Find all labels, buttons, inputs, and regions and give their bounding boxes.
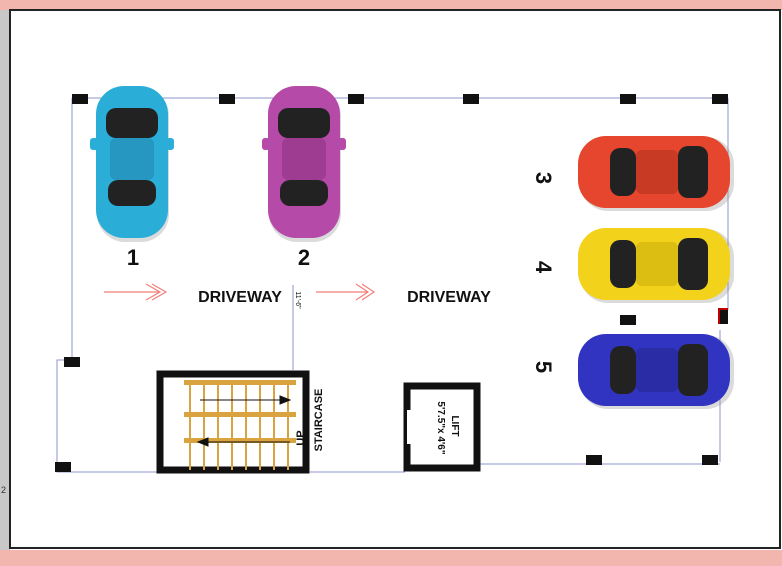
edge-mark: 2 [1, 485, 6, 495]
car-roof [110, 138, 154, 180]
car-4 [578, 228, 734, 303]
stair-treads [184, 380, 296, 443]
car-roof [282, 138, 326, 180]
slot-number-4: 4 [531, 261, 556, 274]
car-5 [578, 334, 734, 409]
column [55, 462, 71, 472]
driveway-label-left: DRIVEWAY [198, 289, 282, 306]
driveway-arrow-right [316, 283, 376, 301]
car-roof [636, 242, 678, 286]
column [720, 310, 728, 324]
slot-number-1: 1 [127, 245, 139, 270]
car-rear-window [610, 240, 636, 288]
lift-title: LIFT [449, 415, 460, 436]
car-mirror [166, 138, 174, 150]
lift-walls [403, 382, 481, 472]
staircase [156, 370, 310, 474]
column [463, 94, 479, 104]
column [64, 357, 80, 367]
column [712, 94, 728, 104]
driveway-arrow-left [104, 283, 168, 301]
lift-door-gap [407, 410, 415, 444]
bottom-band [0, 550, 782, 566]
column [72, 94, 88, 104]
car-roof [636, 348, 678, 392]
slot-number-2: 2 [298, 245, 310, 270]
car-windshield [678, 344, 708, 396]
car-mirror [262, 138, 270, 150]
car-1 [90, 86, 174, 242]
stair-direction-arrows [196, 395, 292, 447]
car-rear-window [610, 346, 636, 394]
column [348, 94, 364, 104]
column [702, 455, 718, 465]
car-windshield [678, 238, 708, 290]
column [620, 94, 636, 104]
driveway-label-right: DRIVEWAY [407, 289, 491, 306]
car-rear-window [108, 180, 156, 206]
car-rear-window [280, 180, 328, 206]
slot-number-3: 3 [531, 172, 556, 184]
staircase-up-label: UP [295, 430, 307, 445]
structural-columns [55, 94, 728, 472]
slot-number-5: 5 [531, 361, 556, 373]
car-windshield [278, 108, 330, 138]
car-roof [636, 150, 678, 194]
car-2 [262, 86, 346, 242]
car-rear-window [610, 148, 636, 196]
car-windshield [106, 108, 158, 138]
column [620, 315, 636, 325]
stair-risers [189, 380, 289, 470]
column [219, 94, 235, 104]
car-mirror [338, 138, 346, 150]
lift-size: 5'7.5"x 4'6" [435, 401, 446, 454]
staircase-label: STAIRCASE [313, 389, 325, 452]
left-margin [0, 10, 10, 550]
car-3 [578, 136, 734, 211]
top-band [0, 0, 782, 10]
car-windshield [678, 146, 708, 198]
dimension-label: 11'-6" [294, 291, 301, 309]
column [586, 455, 602, 465]
car-mirror [90, 138, 98, 150]
lift [403, 382, 481, 472]
